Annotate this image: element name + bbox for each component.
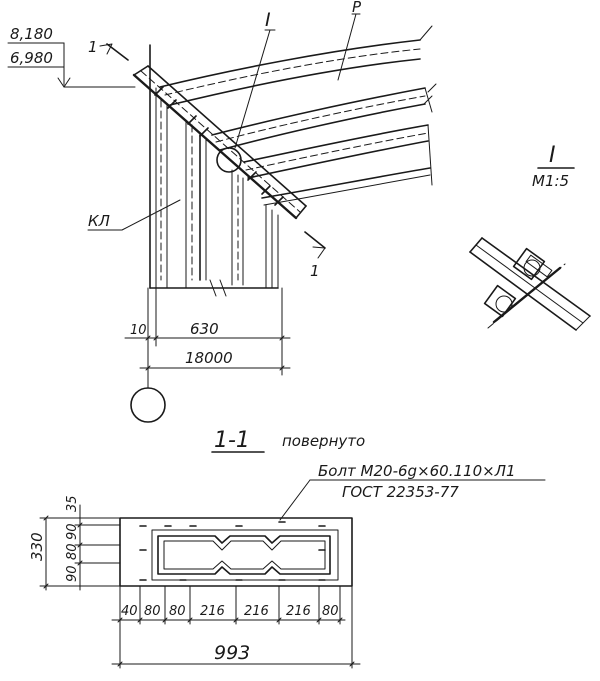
level-bottom: 6,980 — [10, 49, 53, 67]
column-outline — [151, 529, 339, 581]
dim-overall: 993 — [214, 642, 250, 664]
section-1-1: 1-1 повернуто Болт М20-6g×60.110×Л1 ГОСТ… — [28, 428, 546, 669]
level-top: 8,180 — [10, 25, 53, 43]
dim-h-6: 216 — [286, 604, 311, 619]
detail-scale: М1:5 — [532, 172, 569, 190]
section-mark-bottom: 1 — [310, 262, 320, 280]
dim-h-1: 40 — [121, 604, 138, 619]
purlin-label: P — [352, 0, 362, 16]
column-label: КЛ — [88, 212, 110, 230]
base-plate — [119, 517, 353, 587]
dim-h-4: 216 — [200, 604, 225, 619]
dim-h-7: 80 — [322, 604, 339, 619]
detail-joint — [469, 237, 591, 331]
rafter-bolts — [154, 86, 284, 206]
bolt-note-line1: Болт М20-6g×60.110×Л1 — [318, 462, 516, 480]
dim-offset: 10 — [130, 323, 147, 338]
bolt-note-line2: ГОСТ 22353-77 — [342, 483, 459, 501]
dim-h-2: 80 — [144, 604, 161, 619]
section-mark-top: 1 — [88, 38, 98, 56]
dim-h-5: 216 — [244, 604, 269, 619]
dim-vert-3: 90 — [65, 565, 80, 582]
dim-height-total: 330 — [28, 532, 46, 561]
node-callout-label: I — [265, 9, 271, 31]
dim-vert-1: 90 — [65, 523, 80, 540]
dim-span: 18000 — [185, 349, 233, 367]
dim-top-edge: 35 — [65, 495, 80, 512]
node-callout-circle — [216, 147, 242, 173]
dim-width: 630 — [190, 320, 219, 338]
section-title: 1-1 — [214, 428, 250, 453]
dim-h-3: 80 — [169, 604, 186, 619]
detail-numeral: I — [549, 143, 556, 168]
section-subtitle: повернуто — [282, 432, 365, 450]
dim-vert-2: 80 — [65, 543, 80, 560]
elevation-view: 8,180 6,980 1 1 — [7, 0, 437, 423]
plate-bolts — [139, 521, 326, 581]
grid-axis-circle — [130, 387, 166, 423]
detail-I: I М1:5 — [469, 143, 591, 331]
